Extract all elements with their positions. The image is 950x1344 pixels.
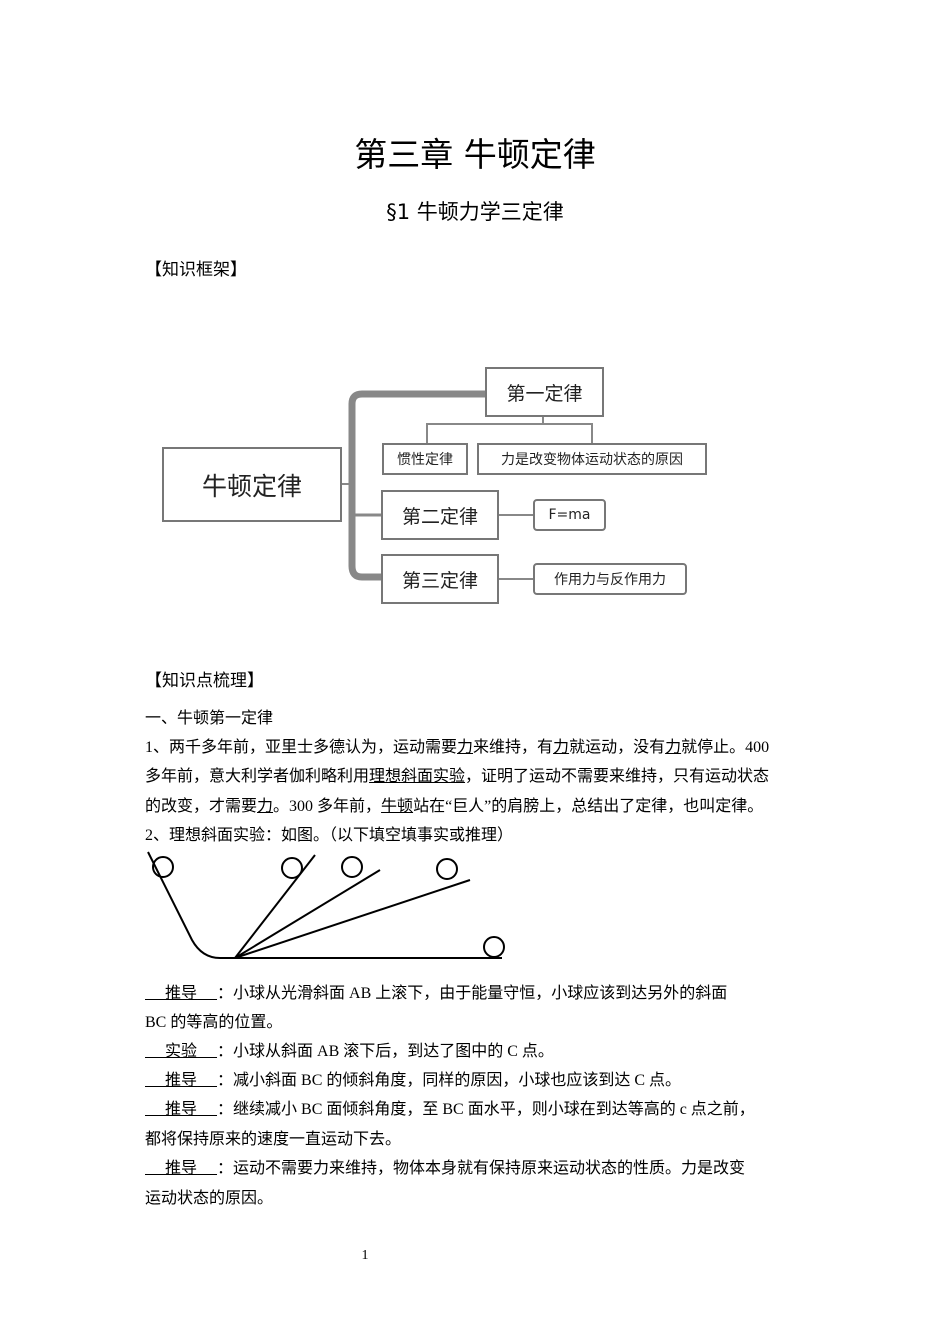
fill-item-5-cont: 运动状态的原因。 (145, 1190, 274, 1207)
first-law-node: 第一定律 (485, 367, 604, 417)
paragraph-1-line-3: 的改变，才需要力。300 多年前，牛顿站在“巨人”的肩膀上，总结出了定律，也叫定… (145, 798, 764, 815)
fill-item-2: 实验 ：小球从斜面 AB 滚下后，到达了图中的 C 点。 (145, 1042, 554, 1062)
answer-blank[interactable]: 推导 (165, 1101, 198, 1118)
second-law-node: 第二定律 (381, 490, 499, 540)
force-cause-node: 力是改变物体运动状态的原因 (477, 443, 707, 475)
fill-item-1: 推导 ：小球从光滑斜面 AB 上滚下，由于能量守恒，小球应该到达另外的斜面 (145, 984, 727, 1004)
mind-map-connectors (341, 390, 593, 581)
fill-item-4-cont: 都将保持原来的速度一直运动下去。 (145, 1131, 402, 1148)
answer-blank[interactable]: 推导 (165, 985, 198, 1002)
fill-item-1-cont: BC 的等高的位置。 (145, 1014, 283, 1031)
section-title: §1 牛顿力学三定律 (386, 200, 564, 224)
heading-first-law: 一、牛顿第一定律 (145, 710, 274, 727)
chapter-title: 第三章 牛顿定律 (354, 135, 596, 174)
root-node: 牛顿定律 (162, 447, 342, 522)
paragraph-2: 2、理想斜面实验：如图。（以下填空填事实或推理） (145, 827, 514, 844)
answer-blank[interactable]: 实验 (165, 1043, 198, 1060)
action-reaction-node: 作用力与反作用力 (533, 563, 687, 595)
fill-item-4: 推导 ：继续减小 BC 面倾斜角度，至 BC 面水平，则小球在到达等高的 c 点… (145, 1100, 755, 1120)
paragraph-1-line-2: 多年前，意大利学者伽利略利用理想斜面实验，证明了运动不需要来维持，只有运动状态 (145, 768, 770, 785)
fill-item-5: 推导 ：运动不需要力来维持，物体本身就有保持原来运动状态的性质。力是改变 (145, 1159, 745, 1179)
ideal-incline-figure (147, 851, 505, 959)
answer-blank[interactable]: 推导 (165, 1160, 198, 1177)
framework-heading: 【知识框架】 (145, 260, 247, 280)
inertia-law-node: 惯性定律 (382, 443, 468, 475)
f-ma-node: F=ma (533, 499, 606, 531)
fill-item-3: 推导 ：减小斜面 BC 的倾斜角度，同样的原因，小球也应该到达 C 点。 (145, 1071, 681, 1091)
third-law-node: 第三定律 (381, 554, 499, 604)
answer-blank[interactable]: 推导 (165, 1072, 198, 1089)
paragraph-1-line-1: 1、两千多年前，亚里士多德认为，运动需要力来维持，有力就运动，没有力就停止。40… (145, 739, 770, 756)
knowledge-points-heading: 【知识点梳理】 (145, 671, 264, 691)
page-number: 1 (361, 1248, 369, 1263)
